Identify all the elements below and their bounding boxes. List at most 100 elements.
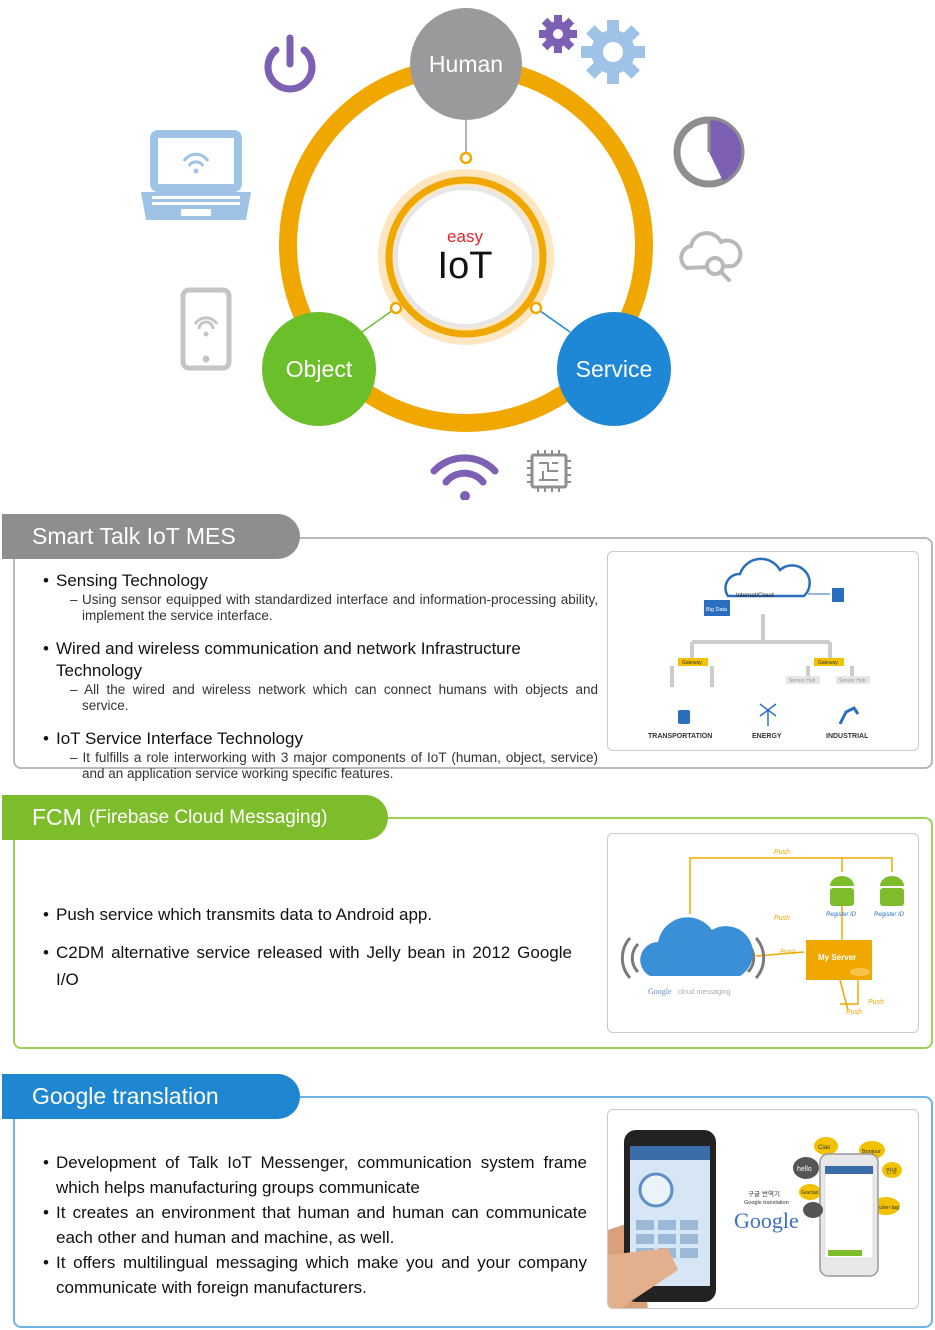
gateway-label-right: Gateway <box>818 660 838 666</box>
center-easy-iot: easy IoT <box>394 186 536 328</box>
gateway-box-right <box>814 658 844 666</box>
node-object: Object <box>262 312 376 426</box>
center-easy-label: easy <box>447 227 483 246</box>
push-label: Push <box>846 1009 862 1016</box>
node-human: Human <box>410 8 522 120</box>
gauge-icon <box>638 1172 674 1208</box>
android-icon <box>830 876 854 906</box>
push-label: Push <box>868 999 884 1006</box>
bubble-guten-tag <box>872 1197 900 1215</box>
fcm-list: Push service which transmits data to And… <box>42 901 572 993</box>
mes-item-desc: Using sensor equipped with standardized … <box>42 592 598 624</box>
wifi-icon <box>430 454 499 500</box>
fcm-figure: Push Push Push Push Push Register ID Reg… <box>607 833 919 1033</box>
bubble-dark <box>803 1202 823 1218</box>
push-label: Push <box>774 915 790 922</box>
cloud-messaging-icon <box>640 917 753 976</box>
object-connector-dot <box>389 301 403 315</box>
right-phone-header <box>825 1166 873 1174</box>
node-human-label: Human <box>428 50 504 77</box>
bubble-text: Gracias <box>801 1190 819 1196</box>
bubble-text: Guten tag <box>875 1205 899 1211</box>
node-service-label: Service <box>575 355 653 382</box>
sensor-hub-label-1: Sensor Hub <box>789 678 816 684</box>
section-tab-mes: Smart Talk IoT MES <box>2 514 300 559</box>
network-pipes <box>670 614 854 687</box>
gateway-label-left: Gateway <box>682 660 702 666</box>
sensor-hub-label-2: Sensor Hub <box>839 678 866 684</box>
gcm-brand: Google <box>648 987 672 996</box>
gt-item: It offers multilingual messaging which m… <box>42 1250 587 1300</box>
bubble-text: hello <box>797 1166 812 1173</box>
thumb-shape <box>608 1248 678 1308</box>
server-db-icon <box>850 968 870 976</box>
korean-label: 구글 번역기 <box>748 1189 780 1198</box>
android-icon <box>880 876 904 906</box>
train-icon <box>678 710 690 724</box>
power-icon <box>264 34 316 93</box>
cloud-search-icon <box>679 231 743 282</box>
mes-item-title: Wired and wireless communication and net… <box>42 638 598 682</box>
center-iot-label: IoT <box>437 245 493 287</box>
mes-item-desc: All the wired and wireless network which… <box>42 682 598 714</box>
bubble-text: Ciao <box>818 1145 831 1151</box>
inner-ring <box>385 176 547 338</box>
chip-icon <box>527 450 571 492</box>
google-translation-label: Google translation <box>744 1200 789 1206</box>
iot-diagram: Human Object Service easy IoT <box>0 0 935 500</box>
cloud-label: Internet/Cloud <box>736 593 774 599</box>
sensor-hub-box-2 <box>836 676 870 684</box>
fcm-graphics: Push Push Push Push Push Register ID Reg… <box>620 849 905 1016</box>
cloud-icon <box>724 557 811 598</box>
section-title-fcm: FCM <box>32 804 82 830</box>
small-gear-icon <box>539 15 577 53</box>
large-gear-icon <box>581 20 645 84</box>
section-title-gt: Google translation <box>32 1083 219 1109</box>
node-object-label: Object <box>285 355 353 382</box>
push-label: Push <box>780 949 796 956</box>
smartphone-wifi-icon <box>180 287 232 371</box>
gt-item: It creates an environment that human and… <box>42 1200 587 1250</box>
bubble-text: Bonjour <box>862 1149 881 1155</box>
robot-arm-icon <box>838 706 860 725</box>
mes-item-title: IoT Service Interface Technology <box>42 728 598 750</box>
push-label: Push <box>774 849 790 856</box>
mes-list: Sensing Technology Using sensor equipped… <box>42 570 598 782</box>
bubble-text: 안녕 <box>886 1167 897 1175</box>
database-icon <box>832 588 844 602</box>
human-connector-dot <box>459 151 473 165</box>
gt-list: Development of Talk IoT Messenger, commu… <box>42 1150 587 1300</box>
right-phone-send <box>828 1250 862 1256</box>
my-server-label: My Server <box>818 953 856 962</box>
bubble-gracias <box>799 1184 821 1200</box>
section-title-mes: Smart Talk IoT MES <box>32 523 236 549</box>
mes-item-desc: It fulfills a role interworking with 3 m… <box>42 750 598 782</box>
service-connector <box>535 307 571 333</box>
energy-label: ENERGY <box>752 733 782 740</box>
bubble-annyeong <box>882 1162 902 1178</box>
mes-architecture-graphics: Internet/Cloud Big Data Gateway Gateway … <box>648 557 870 740</box>
gt-item: Development of Talk IoT Messenger, commu… <box>42 1150 587 1200</box>
google-brand: Google <box>734 1208 799 1233</box>
sensor-hub-box-1 <box>786 676 820 684</box>
right-phone-screen <box>824 1165 874 1259</box>
register-id-label: Register ID <box>874 912 905 918</box>
big-data-label: Big Data <box>706 607 728 613</box>
transportation-label: TRANSPORTATION <box>648 733 712 740</box>
mes-item-title: Sensing Technology <box>42 570 598 592</box>
google-translation-graphics: 구글 번역기 Google translation Google Ciao Bo… <box>608 1130 902 1308</box>
gcm-label: cloud messaging <box>678 989 731 996</box>
fcm-item: Push service which transmits data to And… <box>42 901 572 928</box>
bubble-ciao <box>814 1137 838 1155</box>
register-id-label: Register ID <box>826 912 857 918</box>
fcm-item: C2DM alternative service released with J… <box>42 939 572 993</box>
section-tab-fcm: FCM (Firebase Cloud Messaging) <box>2 795 388 840</box>
wind-turbine-icon <box>759 703 777 726</box>
big-data-box <box>704 600 730 616</box>
mes-architecture-figure: Internet/Cloud Big Data Gateway Gateway … <box>607 551 919 751</box>
section-tab-gt: Google translation <box>2 1074 300 1119</box>
gateway-box-left <box>678 658 708 666</box>
google-translation-figure: 구글 번역기 Google translation Google Ciao Bo… <box>607 1109 919 1309</box>
bubble-hello <box>793 1157 819 1179</box>
node-service: Service <box>557 312 671 426</box>
